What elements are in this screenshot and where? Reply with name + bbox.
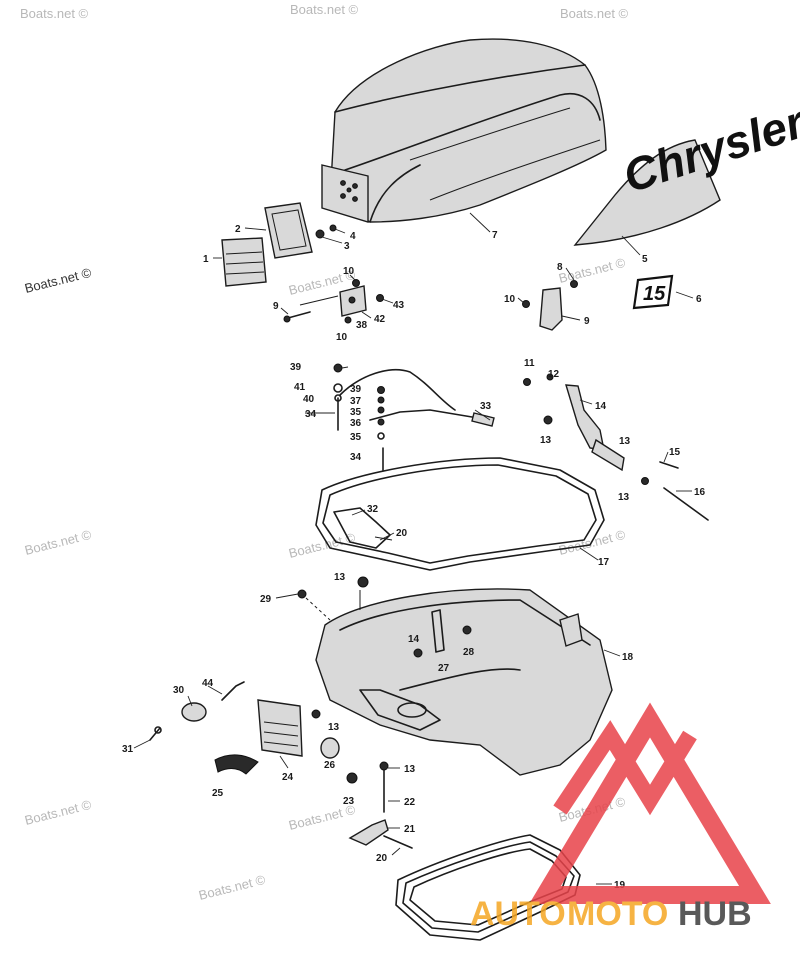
part-number: 11	[524, 358, 535, 369]
lower-pan	[297, 576, 613, 776]
watermark: Boats.net ©	[290, 2, 359, 17]
leader-lines	[133, 212, 694, 885]
part-number: 30	[173, 685, 185, 696]
part-number: 19	[614, 880, 626, 891]
logo-auto-text: AUTO	[470, 895, 566, 933]
part-number: 10	[343, 266, 355, 277]
part-number: 5	[642, 254, 648, 265]
part-number: 8	[557, 262, 563, 273]
part-number: 22	[404, 797, 416, 808]
part-number: 28	[463, 647, 475, 658]
part-number: 27	[438, 663, 450, 674]
part-number: 35	[350, 432, 362, 443]
part-number: 10	[504, 294, 516, 305]
part-number: 40	[303, 394, 315, 405]
lever-assembly	[523, 373, 709, 521]
part-number: 13	[540, 435, 552, 446]
part-number: 20	[396, 528, 408, 539]
part-number: 34	[305, 409, 317, 420]
logo-triangle-icon	[529, 702, 771, 904]
part-number: 14	[595, 401, 607, 412]
part-number: 7	[492, 230, 498, 241]
part-number: 24	[282, 772, 294, 783]
part-number: 23	[343, 796, 355, 807]
part-number: 42	[374, 314, 386, 325]
part-number: 37	[350, 396, 362, 407]
watermark: Boats.net ©	[197, 872, 267, 903]
part-number: 16	[694, 487, 706, 498]
bottom-gasket	[395, 834, 581, 941]
part-number: 15	[669, 447, 681, 458]
side-decal: Chrysler	[573, 95, 800, 246]
watermark: Boats.net ©	[23, 265, 93, 296]
part-number: 43	[393, 300, 405, 311]
part-number: 34	[350, 452, 362, 463]
vent-plate	[221, 202, 313, 287]
watermark: Boats.net ©	[23, 797, 93, 828]
part-number: 13	[618, 492, 630, 503]
part-number: 32	[367, 504, 379, 515]
watermark: Boats.net ©	[20, 6, 89, 21]
part-number: 39	[290, 362, 302, 373]
part-number: 10	[336, 332, 348, 343]
automotohub-logo: AUTO MOTO HUB	[470, 702, 771, 933]
part-number: 1	[203, 254, 209, 265]
part-number: 38	[356, 320, 368, 331]
part-number: 35	[350, 407, 362, 418]
part-number: 13	[404, 764, 416, 775]
part-number: 3	[344, 241, 350, 252]
cowl-hardware	[283, 224, 578, 331]
part-number: 14	[408, 634, 420, 645]
logo-hub-text: HUB	[678, 895, 752, 933]
part-number: 36	[350, 418, 362, 429]
part-number: 31	[122, 744, 134, 755]
part-number: 25	[212, 788, 224, 799]
part-number: 9	[584, 316, 590, 327]
part-number: 9	[273, 301, 279, 312]
part-number: 29	[260, 594, 272, 605]
throttle-linkage	[333, 363, 495, 471]
part-numbers: 1 2 3 4 5 6 7 8 9 9 10 10 10 38 42 43 39…	[122, 224, 706, 891]
part-number: 17	[598, 557, 610, 568]
part-number: 2	[235, 224, 241, 235]
part-number: 44	[202, 678, 214, 689]
logo-moto-text: MOTO	[567, 895, 668, 933]
part-number: 21	[404, 824, 416, 835]
part-number: 6	[696, 294, 702, 305]
part-number: 13	[328, 722, 340, 733]
decal-model-text: 15	[643, 283, 666, 305]
part-number: 39	[350, 384, 362, 395]
front-hardware	[149, 681, 413, 849]
part-number: 13	[334, 572, 346, 583]
top-cowl	[321, 38, 607, 223]
part-number: 18	[622, 652, 634, 663]
part-number: 4	[350, 231, 356, 242]
part-number: 33	[480, 401, 492, 412]
part-number: 26	[324, 760, 336, 771]
part-number: 13	[619, 436, 631, 447]
part-number: 20	[376, 853, 388, 864]
part-number: 12	[548, 369, 560, 380]
model-decal: 15	[632, 274, 674, 310]
watermark: Boats.net ©	[560, 6, 629, 21]
watermark: Boats.net ©	[23, 527, 93, 558]
logo-m-icon	[553, 720, 697, 816]
part-number: 41	[294, 382, 306, 393]
